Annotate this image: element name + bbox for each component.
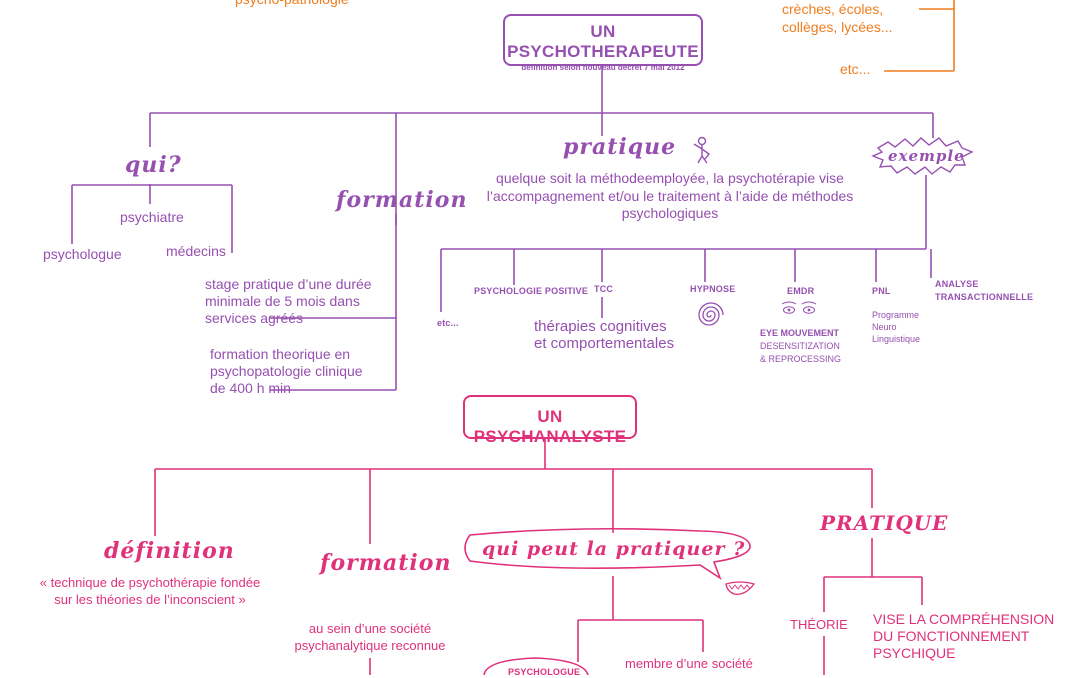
emdr-desc-1: EYE MOUVEMENT (760, 328, 840, 338)
formation-stage-3: services agréés (205, 310, 304, 326)
pratique-text-2: l’accompagnement et/ou le traitement à l… (486, 188, 854, 204)
pratique2-vise-1: VISE LA COMPRÉHENSION (873, 611, 1055, 627)
pratique2-vise-3: PSYCHIQUE (873, 645, 956, 661)
definition-label: définition (104, 538, 235, 564)
method-pnl: PNL (872, 286, 891, 296)
tcc-desc-2: et comportementales (534, 335, 675, 352)
psychotherapeute-subtitle: definition selon nouveau decret 7 mai 20… (521, 63, 685, 72)
orange-item-2: collèges, lycées... (782, 19, 893, 35)
qui-psychiatre: psychiatre (120, 209, 184, 225)
definition-text-1: « technique de psychothérapie fondée (39, 575, 261, 590)
qui-label: qui? (125, 152, 182, 178)
formation2-text-2: psychanalytique reconnue (294, 638, 446, 653)
pratique2-label: PRATIQUE (820, 511, 949, 535)
psychotherapeute-title: UN PSYCHOTHERAPEUTE (507, 22, 699, 61)
pratique2-vise-2: DU FONCTIONNEMENT (873, 628, 1030, 644)
qui-peut-psychologue: PSYCHOLOGUE (508, 667, 581, 677)
psychanalyste-title: UN PSYCHANALYSTE (473, 407, 627, 446)
pnl-desc-2: Neuro (872, 322, 897, 332)
tcc-desc-1: thérapies cognitives (534, 318, 667, 335)
formation2-label: formation (320, 550, 452, 576)
psychanalyste-box: UN PSYCHANALYSTE (463, 395, 637, 446)
pnl-desc-3: Linguistique (872, 334, 921, 344)
method-positive: PSYCHOLOGIE POSITIVE (474, 286, 589, 296)
formation-stage-2: minimale de 5 mois dans (205, 293, 360, 309)
qui-medecins: médecins (166, 243, 226, 259)
method-analyse-1: ANALYSE (935, 279, 979, 289)
emdr-desc-3: & REPROCESSING (760, 354, 842, 364)
method-hypnose: HYPNOSE (690, 284, 736, 294)
cut-text: psycho-pathologie (235, 0, 349, 8)
formation-theorique-1: formation theorique en (210, 346, 351, 362)
formation-theorique-3: de 400 h min (210, 380, 291, 396)
formation-theorique-2: psychopatologie clinique (210, 363, 363, 379)
qui-peut-label: qui peut la pratiquer ? (482, 538, 746, 560)
method-emdr: EMDR (787, 286, 815, 296)
method-analyse-2: TRANSACTIONNELLE (935, 292, 1034, 302)
pnl-desc-1: Programme (872, 310, 920, 320)
orange-item-1: crèches, écoles, (782, 1, 884, 17)
orange-etc: etc... (840, 61, 871, 77)
pratique-text-3: psychologiques (621, 205, 719, 221)
method-etc: etc... (437, 318, 459, 328)
pratique2-theorie: THÉORIE (790, 617, 848, 632)
pratique-text-1: quelque soit la méthodeemployée, la psyc… (496, 170, 844, 186)
exemple-label: exemple (888, 147, 965, 165)
pratique-label: pratique (563, 134, 677, 160)
psychotherapeute-box: UN PSYCHOTHERAPEUTE definition selon nou… (503, 14, 703, 72)
method-tcc: TCC (594, 284, 614, 294)
formation-stage-1: stage pratique d’une durée (205, 276, 372, 292)
formation2-text-1: au sein d’une société (308, 621, 432, 636)
definition-text-2: sur les théories de l’inconscient » (54, 592, 246, 607)
qui-peut-membre: membre d’une société (625, 656, 753, 671)
formation-label: formation (336, 187, 468, 213)
emdr-desc-2: DESENSITIZATION (760, 341, 840, 351)
qui-psychologue: psychologue (43, 246, 122, 262)
